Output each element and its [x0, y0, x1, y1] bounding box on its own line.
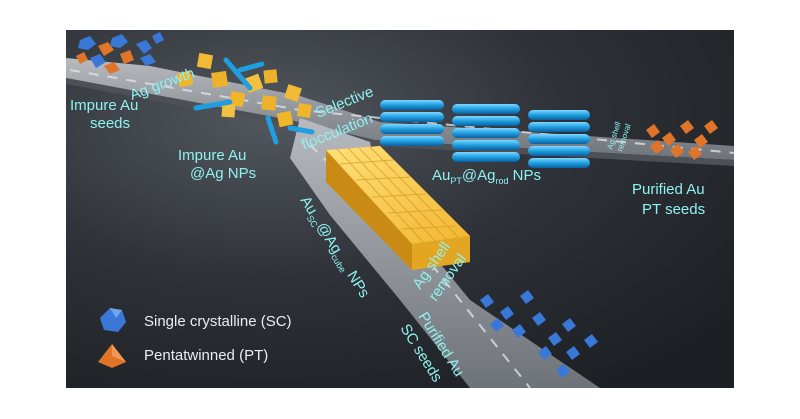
legend-label-pt: Pentatwinned (PT) — [144, 347, 268, 364]
upper-road — [66, 58, 734, 160]
single-crystal-icon — [100, 308, 126, 332]
impure-seeds-label-line2: seeds — [90, 115, 130, 132]
purified-pt-label-line1: Purified Au — [632, 181, 705, 198]
purified-pt-seed-cluster — [646, 120, 718, 160]
pt-nps-label: AuPT@Agrod NPs — [432, 167, 541, 186]
purified-pt-label-line2: PT seeds — [642, 201, 705, 218]
rod-stack-2 — [452, 104, 520, 162]
impure-seed-cluster — [76, 32, 164, 74]
impure-agnp-cluster — [176, 52, 315, 145]
legend-item-sc: Single crystalline (SC) — [100, 308, 292, 332]
legend-label-sc: Single crystalline (SC) — [144, 313, 292, 330]
purified-sc-seed-cluster — [480, 290, 598, 378]
impure-seeds-label-line1: Impure Au — [70, 97, 138, 114]
pt-rod-stacks — [380, 100, 590, 168]
rod-stack-1 — [380, 100, 444, 146]
rod-stack-3 — [528, 110, 590, 168]
impure-agnps-label-line2: @Ag NPs — [190, 165, 256, 182]
legend: Single crystalline (SC) Pentatwinned (PT… — [98, 308, 292, 368]
upper-road-edge — [66, 78, 734, 166]
sc-cube-block — [326, 146, 470, 270]
impure-agnps-label-line1: Impure Au — [178, 147, 246, 164]
legend-item-pt: Pentatwinned (PT) — [98, 344, 268, 368]
